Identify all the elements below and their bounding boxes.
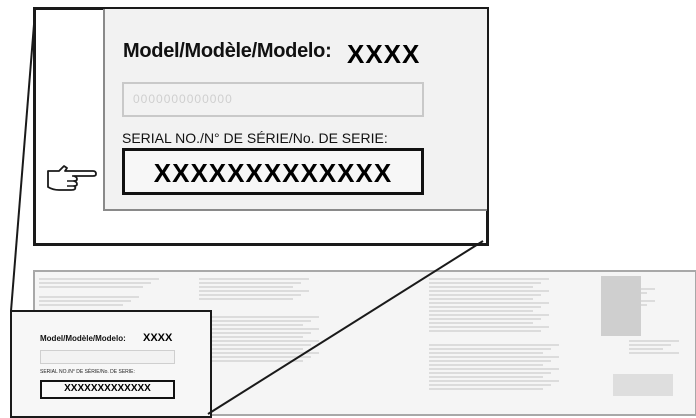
fine-print-line xyxy=(629,340,679,342)
model-value: XXXX xyxy=(347,39,421,69)
serial-box: XXXXXXXXXXXXX xyxy=(122,148,424,195)
fine-print-line xyxy=(629,352,679,354)
fine-print-line xyxy=(429,372,551,374)
fine-print-line xyxy=(429,302,549,304)
serial-area-highlight xyxy=(10,310,212,418)
model-label: Model/Modèle/Modelo: xyxy=(123,40,332,62)
fine-print-line xyxy=(429,322,533,324)
fine-print-line xyxy=(199,336,303,338)
fine-print-line xyxy=(199,290,309,292)
fine-print-line xyxy=(429,360,551,362)
fine-print-line xyxy=(199,286,293,288)
fine-print-line xyxy=(429,376,543,378)
fine-print-line xyxy=(199,332,311,334)
fine-print-line xyxy=(429,290,549,292)
fine-print-line xyxy=(199,340,319,342)
fine-print-line xyxy=(429,356,559,358)
fine-print-line xyxy=(39,300,131,302)
fine-print-line xyxy=(39,304,123,306)
label-graphic-block xyxy=(613,374,673,396)
serial-label: SERIAL NO./N° DE SÉRIE/No. DE SERIE: xyxy=(122,130,388,146)
pointing-hand-icon xyxy=(47,165,97,191)
placeholder-number: 0000000000000 xyxy=(133,92,233,106)
fine-print-line xyxy=(199,294,301,296)
fine-print-line xyxy=(199,282,301,284)
fine-print-line xyxy=(429,314,549,316)
fine-print-line xyxy=(199,316,319,318)
fine-print-line xyxy=(429,364,543,366)
fine-print-line xyxy=(199,324,303,326)
fine-print-line xyxy=(199,360,303,362)
fine-print-line xyxy=(429,348,551,350)
detail-blank-field xyxy=(40,350,175,364)
fine-print-line xyxy=(199,352,319,354)
fine-print-line xyxy=(199,344,311,346)
fine-print-line xyxy=(629,344,671,346)
fine-print-line xyxy=(39,286,143,288)
fine-print-line xyxy=(429,330,541,332)
fine-print-line xyxy=(429,278,549,280)
leader-line-right xyxy=(207,240,484,415)
fine-print-line xyxy=(199,356,311,358)
fine-print-line xyxy=(429,384,551,386)
fine-print-line xyxy=(429,380,559,382)
detail-serial-box: XXXXXXXXXXXXX xyxy=(40,380,175,399)
fine-print-line xyxy=(429,344,559,346)
fine-print-line xyxy=(199,278,309,280)
leader-line-left xyxy=(10,11,36,312)
fine-print-line xyxy=(429,306,541,308)
placeholder-field: 0000000000000 xyxy=(122,82,424,117)
fine-print-line xyxy=(429,318,541,320)
fine-print-line xyxy=(429,282,541,284)
fine-print-line xyxy=(199,348,303,350)
fine-print-line xyxy=(199,298,293,300)
fine-print-line xyxy=(429,326,549,328)
fine-print-line xyxy=(629,348,663,350)
fine-print-line xyxy=(199,320,311,322)
detail-serial-label: SERIAL NO./N° DE SÉRIE/No. DE SERIE: xyxy=(40,369,135,375)
fine-print-line xyxy=(39,282,151,284)
fine-print-line xyxy=(429,298,533,300)
fine-print-line xyxy=(429,310,533,312)
fine-print-line xyxy=(39,296,139,298)
fine-print-line xyxy=(429,286,533,288)
fine-print-line xyxy=(199,328,319,330)
fine-print-line xyxy=(429,352,543,354)
fine-print-line xyxy=(429,388,543,390)
fine-print-line xyxy=(39,278,159,280)
detail-model-label: Model/Modèle/Modelo: xyxy=(40,334,126,343)
label-graphic-block xyxy=(601,276,641,336)
detail-serial-value: XXXXXXXXXXXXX xyxy=(64,383,151,394)
fine-print-line xyxy=(429,294,541,296)
serial-value: XXXXXXXXXXXXX xyxy=(153,158,393,188)
fine-print-line xyxy=(429,368,559,370)
detail-model-value: XXXX xyxy=(143,332,173,344)
